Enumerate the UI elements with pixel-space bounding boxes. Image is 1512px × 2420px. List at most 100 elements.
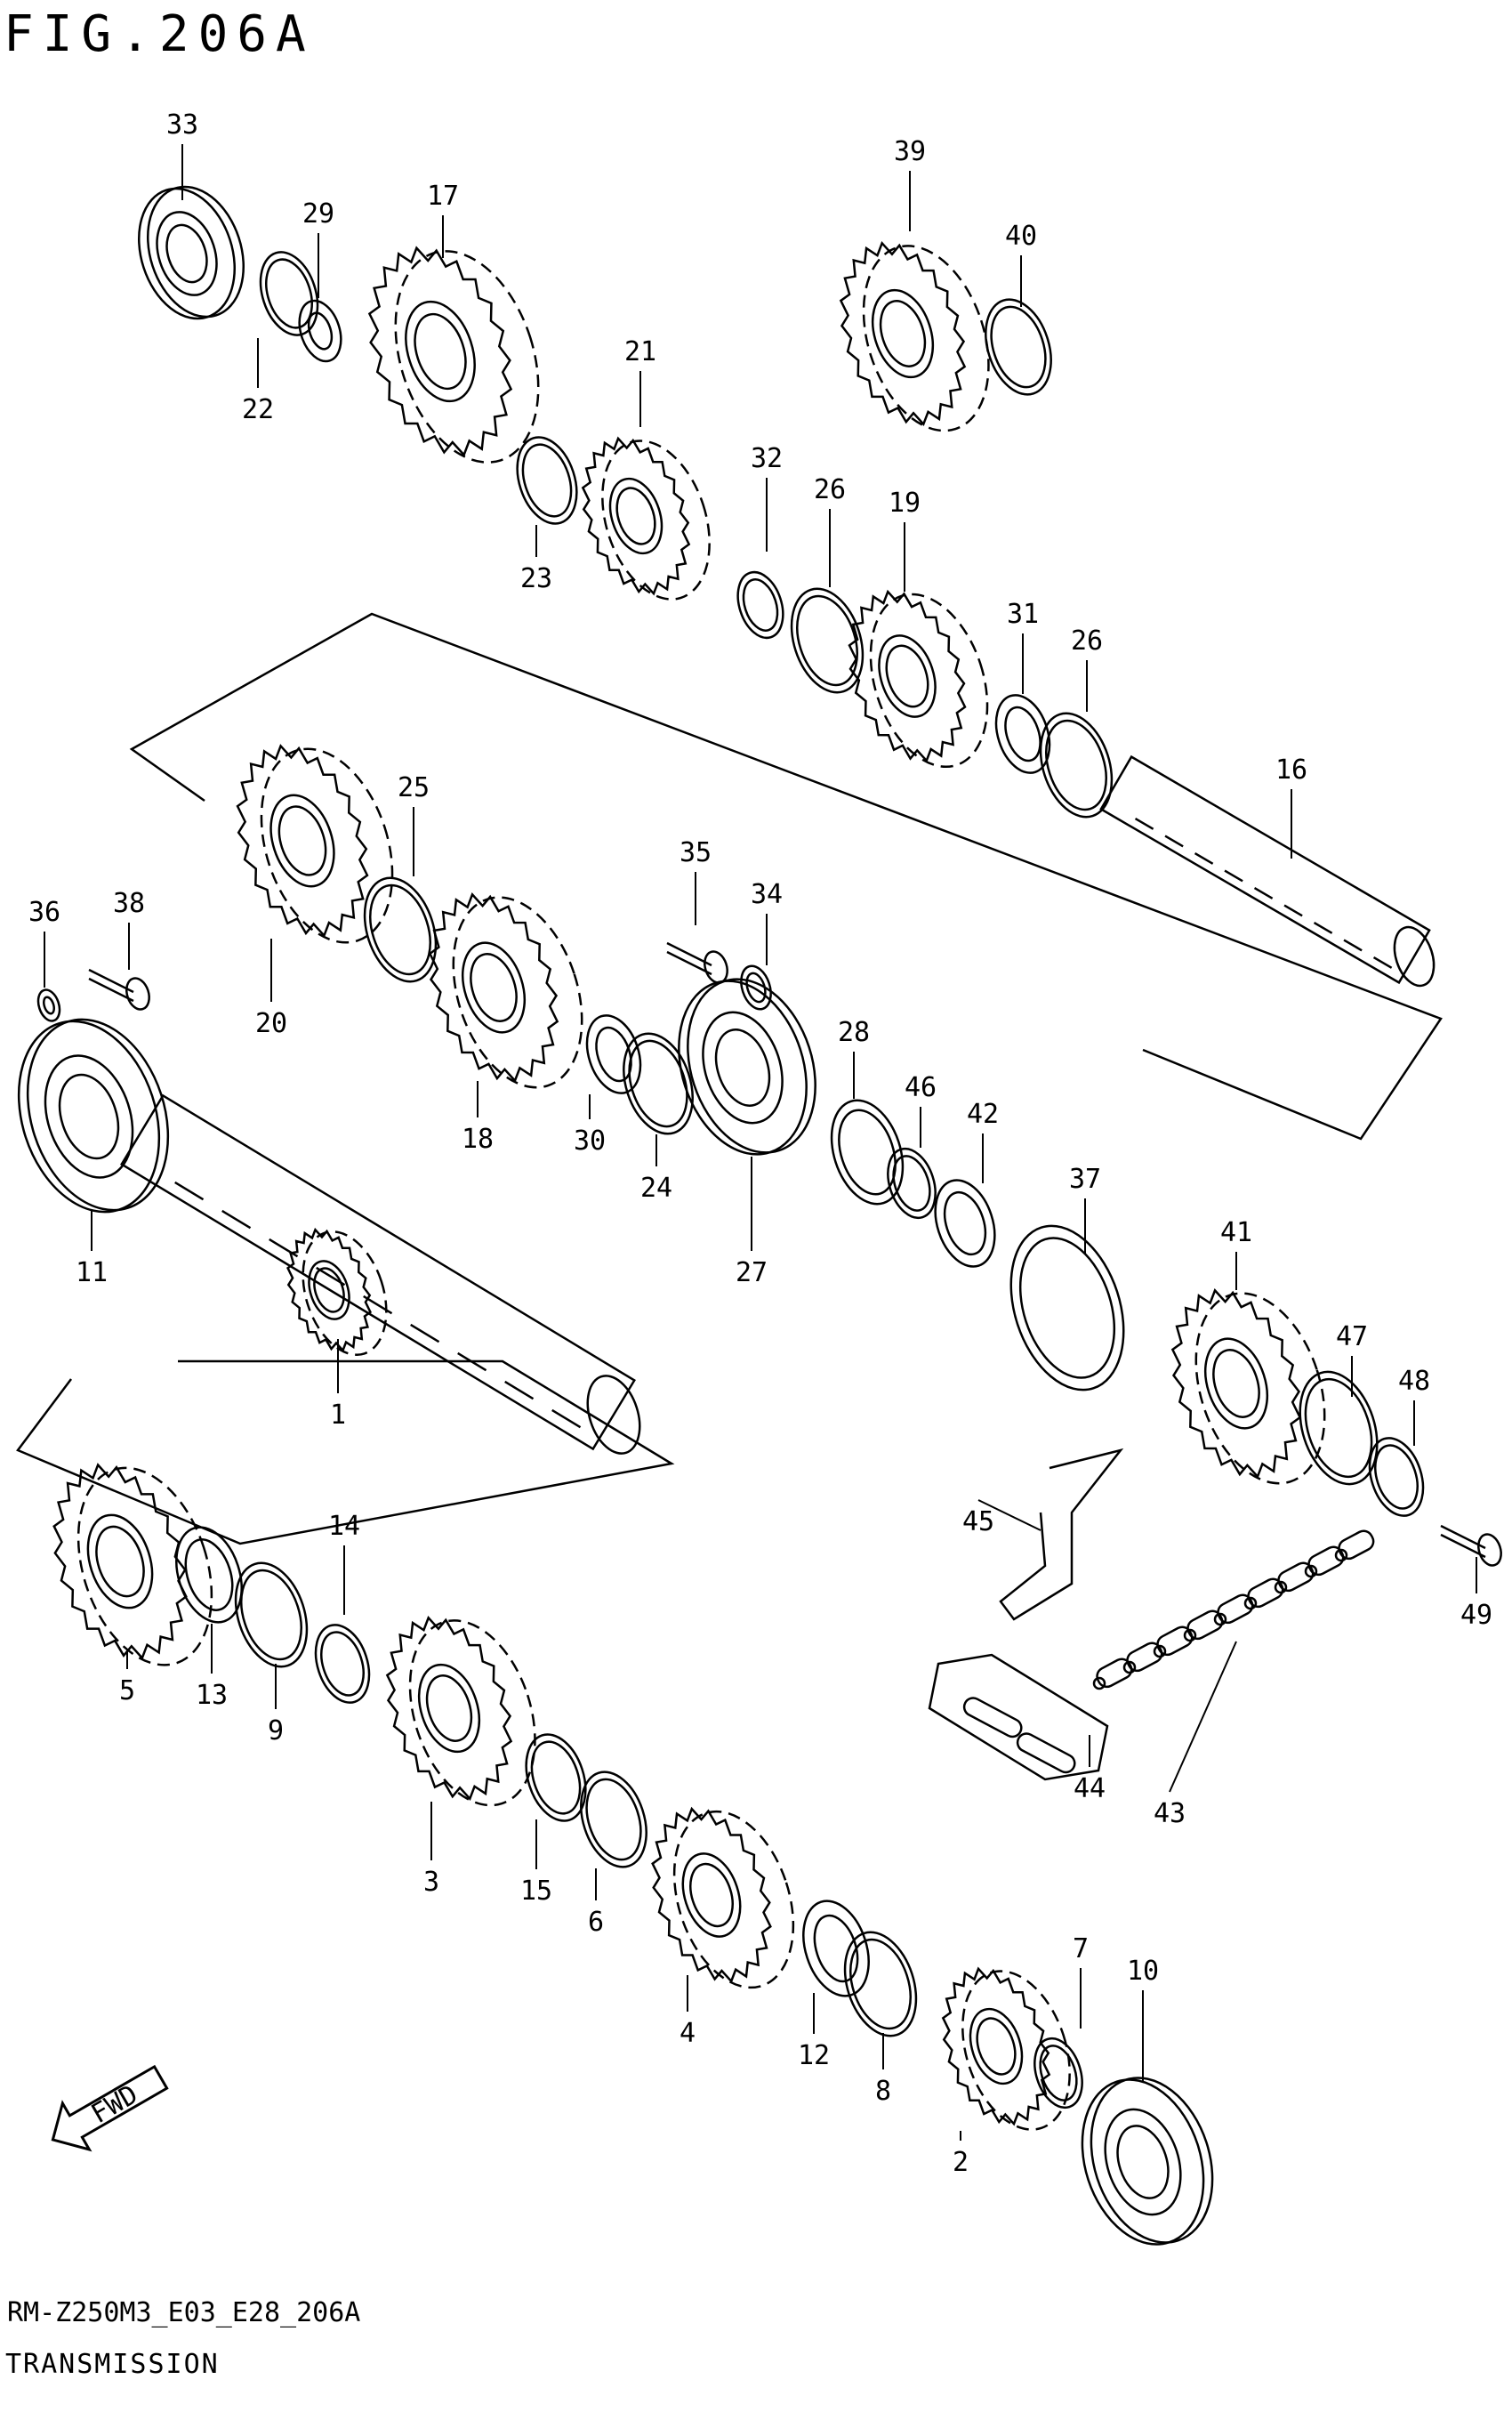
- callout-label: 22: [242, 394, 274, 425]
- plate-40: [985, 298, 1052, 396]
- spacer-42: [934, 1179, 996, 1268]
- washer-24: [623, 1032, 694, 1135]
- callout-label: 36: [28, 897, 60, 928]
- washer-48: [1368, 1437, 1425, 1517]
- gear-39: [839, 240, 990, 432]
- washer-23: [516, 436, 578, 525]
- bearing-11: [17, 1018, 170, 1214]
- gear-1-integral: [286, 1227, 388, 1356]
- figure-title: FIG.206A: [4, 5, 315, 63]
- sprocket-41: [1170, 1288, 1326, 1485]
- callout-label: 3: [423, 1867, 439, 1898]
- callout-label: 2: [953, 2147, 969, 2178]
- gear-21: [581, 436, 711, 601]
- washer-25: [363, 876, 438, 983]
- callout-label: 47: [1336, 1321, 1368, 1352]
- callout-label: 19: [889, 488, 921, 519]
- bolt-38: [88, 968, 150, 1011]
- bearing-33: [137, 185, 245, 320]
- washer-26b: [1039, 712, 1114, 819]
- circlip-15: [525, 1733, 587, 1822]
- callout-label: 28: [838, 1017, 870, 1048]
- callout-label: 39: [894, 136, 926, 167]
- callout-label: 23: [520, 563, 552, 594]
- o-ring-46: [887, 1147, 937, 1220]
- gear-5: [52, 1463, 213, 1666]
- bushing-29: [298, 299, 342, 363]
- chain-guide-45: [999, 1448, 1124, 1621]
- callout-label: 31: [1007, 599, 1039, 630]
- gear-3: [385, 1615, 536, 1807]
- washer-22: [259, 251, 319, 336]
- bolt-35: [666, 941, 728, 984]
- callout-label: 49: [1460, 1600, 1492, 1631]
- callout-leader: [977, 1499, 1042, 1531]
- fwd-arrow-icon: FWD: [51, 2064, 169, 2152]
- bushing-30: [585, 1014, 642, 1094]
- driveshaft-1: [120, 1093, 641, 1455]
- chain-joint-44: [928, 1653, 1109, 1781]
- callout-label: 21: [624, 336, 656, 367]
- callout-label: 9: [268, 1715, 284, 1746]
- callout-label: 1: [330, 1400, 346, 1431]
- callout-label: 20: [255, 1008, 287, 1039]
- callout-label: 11: [76, 1257, 108, 1288]
- bracket-upper: [129, 612, 1443, 1141]
- washer-8: [843, 1931, 918, 2037]
- gear-17: [367, 246, 540, 464]
- callout-label: 40: [1005, 221, 1037, 252]
- countershaft-16: [1099, 754, 1436, 988]
- washer-47: [1299, 1370, 1379, 1486]
- callout-label: 26: [814, 474, 846, 505]
- washer-7: [1033, 2037, 1083, 2109]
- callout-label: 32: [751, 443, 783, 474]
- drive-chain-43: [1092, 1529, 1375, 1690]
- callout-label: 30: [574, 1125, 606, 1157]
- callout-label: 12: [798, 2040, 830, 2071]
- callout-label: 13: [196, 1680, 228, 1711]
- callout-label: 35: [680, 837, 712, 868]
- gear-18: [428, 892, 583, 1089]
- bushing-13: [175, 1526, 243, 1624]
- callout-label: 4: [680, 2018, 696, 2049]
- circlip-32: [736, 570, 784, 640]
- washer-6: [580, 1771, 647, 1868]
- washer-34: [740, 964, 772, 1011]
- callout-label: 16: [1275, 754, 1307, 786]
- callout-label: 18: [462, 1124, 494, 1155]
- clip-36: [36, 988, 61, 1022]
- oil-seal-28: [830, 1099, 905, 1206]
- gear-4: [651, 1806, 795, 1989]
- callout-label: 33: [166, 109, 198, 141]
- callout-label: 25: [398, 772, 430, 803]
- section-name: TRANSMISSION: [5, 2349, 220, 2380]
- circlip-14: [314, 1624, 371, 1704]
- callout-label: 48: [1398, 1366, 1430, 1397]
- bearing-12: [802, 1900, 870, 1997]
- washer-26: [790, 587, 865, 694]
- callout-label: 37: [1069, 1164, 1101, 1195]
- callout-label: 34: [751, 879, 783, 910]
- bearing-10: [1081, 2077, 1214, 2246]
- callout-label: 15: [520, 1876, 552, 1907]
- bolt-49: [1440, 1524, 1502, 1567]
- gear-2: [941, 1966, 1071, 2131]
- callout-label: 6: [588, 1907, 604, 1938]
- callout-label: 5: [119, 1675, 135, 1706]
- bearing-27: [678, 978, 816, 1156]
- callout-label: 46: [905, 1072, 937, 1103]
- callout-label: 14: [328, 1511, 360, 1542]
- callout-label: 7: [1073, 1933, 1089, 1964]
- callout-label: 27: [736, 1257, 768, 1288]
- callout-label: 24: [640, 1173, 672, 1204]
- model-code: RM-Z250M3_E03_E28_206A: [7, 2297, 361, 2328]
- callout-label: 26: [1071, 625, 1103, 657]
- gear-20: [236, 744, 394, 944]
- callout-label: 38: [113, 888, 145, 919]
- callout-label: 10: [1127, 1956, 1159, 1987]
- callout-label: 43: [1154, 1798, 1186, 1829]
- callout-label: 42: [967, 1099, 999, 1130]
- gear-19: [848, 589, 989, 769]
- washer-9: [234, 1561, 309, 1668]
